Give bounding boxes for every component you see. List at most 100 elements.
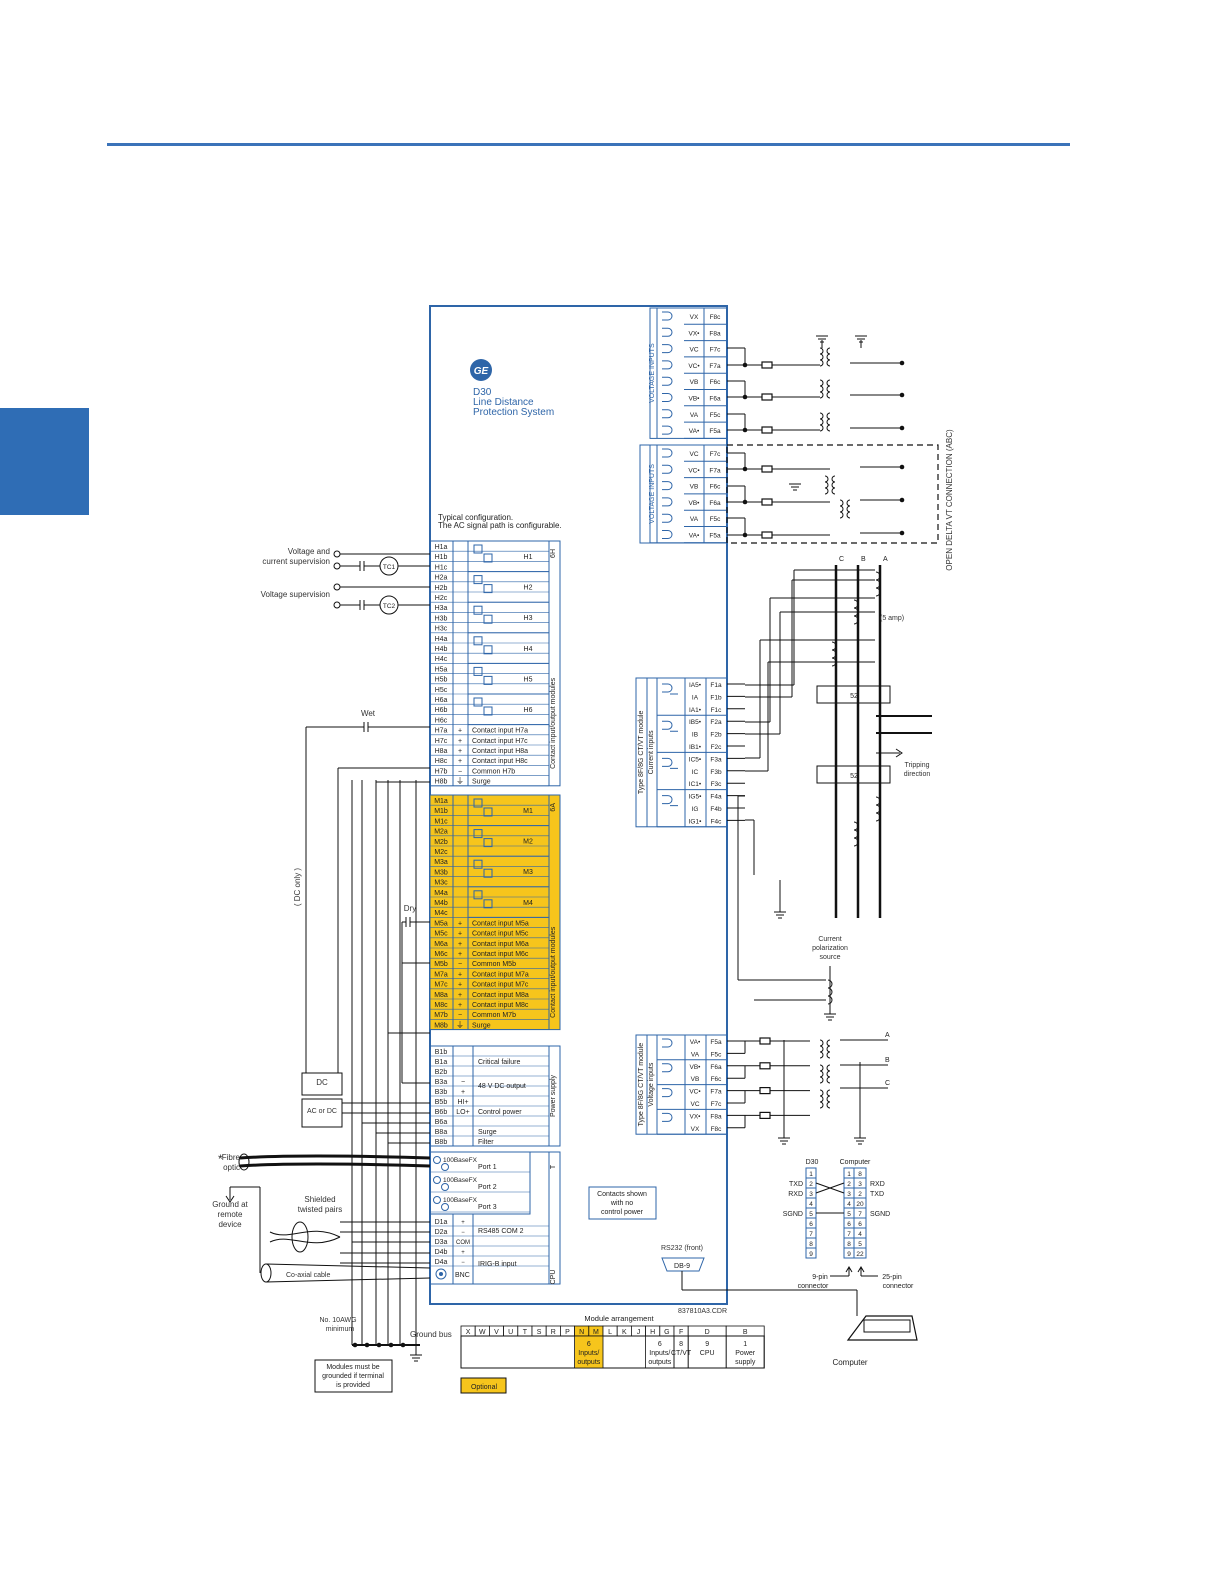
ct-terminal: F3a [710,756,722,763]
vt-terminal: F5c [711,1051,723,1058]
computer-pin-9: 4 [847,1201,851,1208]
voltage-input-delta-terminal: F6c [710,484,722,491]
slot-letter: P [565,1329,570,1336]
db9-connector-icon [661,1257,705,1272]
module-6a-input-sign: − [458,961,462,968]
label-ground-2: remote [218,1210,243,1219]
module-6h-terminal: H4b [435,646,448,653]
voltage-input-terminal: F5a [709,428,721,435]
label-rs232: RS232 (front) [661,1245,703,1252]
vt-fuse-icon [759,1037,771,1045]
ct-coil-icon [875,812,881,822]
vt-bottom-transformer-icon-secondary [826,1064,831,1072]
delta-transformer-icon-primary [824,475,829,483]
module-6a-relay-icon [483,868,493,878]
module-6h-input-label: Contact input H7a [472,728,528,735]
vt-transformer-icon-secondary [826,359,831,367]
computer-pin-cell [853,1247,867,1259]
open-delta-boundary [726,444,939,544]
module-6a-relay-icon [473,859,483,869]
module-6a-input-label: Contact input M8a [472,992,529,999]
coax-end-icon [260,1263,272,1283]
arrow-up-icon [857,1266,865,1276]
arrangement-body [460,1335,765,1369]
vt-terminal: F7c [711,1101,723,1108]
module-6h-relay-icon [473,575,483,585]
module-6a-terminal: M1a [434,798,448,805]
module-6a-output-label: M2 [523,839,533,846]
label-ground-3: device [218,1220,242,1229]
module-6a: M1aM1bM1cM2aM2bM2cM3aM3bM3cM4aM4bM4cM5aM… [429,794,561,1031]
vt-junction-icon [742,427,748,433]
module-6a-side-label: Contact input/output modules [550,926,557,1018]
label-ground-bus: Ground bus [410,1330,452,1339]
voltage-input-delta-terminal: F6a [709,500,721,507]
header-rule [107,143,1070,146]
slot-letter: T [523,1329,528,1336]
module-6a-surge-ground-icon: ⏚ [456,1020,464,1029]
ct-coil-icon [875,587,881,597]
ground-bus-junction-icon [364,1342,370,1348]
label-volt-curr-sup-1: Voltage and [288,547,330,556]
module-6a-input-label: Contact input M5a [472,920,529,927]
ps-sign: − [461,1079,465,1086]
ct-coil-icon [662,757,678,769]
vt-terminal: F5a [710,1039,722,1046]
vt-phase-label: C [885,1080,890,1087]
voltage-input-terminal: F6a [709,396,721,403]
voltage-input-delta-signal: VB• [689,500,701,507]
ct-terminal: F4a [710,794,722,801]
module-6a-input-sign: + [458,951,462,958]
slot-letter: W [479,1329,486,1336]
module-6h-relay-icon [483,614,493,624]
vt-bottom-transformer-icon-secondary [826,1101,831,1109]
vt-terminal: F7a [710,1089,722,1096]
label-wet: Wet [361,709,376,718]
module-6a-terminal: M7b [434,1012,448,1019]
module-6h-side-label: Contact input/output modules [550,677,557,769]
vt-bottom-transformer-icon-secondary [826,1045,831,1053]
voltage-input-delta-terminal: F5a [709,533,721,540]
d30-pin-cell [805,1247,817,1259]
vt-transformer-icon-primary [819,347,824,355]
ct-coil-icon [853,837,859,847]
vt-phase-label: A [885,1032,890,1039]
delta-fuse-icon [761,531,773,539]
label-volt-sup: Voltage supervision [261,590,330,599]
module-6h-terminal: H6a [435,697,448,704]
module-6a-input-sign: + [458,1002,462,1009]
power-phase-label: B [861,556,866,563]
computer-pin-25: 20 [856,1201,864,1208]
cpu-terminal: D4b [435,1249,448,1256]
delta-transformer-icon-secondary [846,511,851,519]
voltage-input-delta-terminal: F7a [709,467,721,474]
module-6a-input-label: Common M7b [472,1012,516,1019]
computer-pin-25: 8 [858,1171,862,1178]
ct-signal: IB [692,732,698,739]
svg-text:GE: GE [474,366,489,377]
ct-signal: IA5• [689,682,702,689]
ps-surge-label: Surge [478,1129,497,1136]
cpu-sign: COM [456,1240,470,1246]
product-name-2: Protection System [473,407,554,418]
module-6a-input-sign: − [458,1012,462,1019]
ps-sign: + [461,1089,465,1096]
module-6a-input-label: Contact input M6a [472,941,529,948]
module-6h-relay-icon [473,697,483,707]
contacts-note-3: control power [601,1209,644,1216]
arrangement-group [574,1335,604,1369]
vt-junction-icon [742,362,748,368]
cpu-side-label: CPU [550,1270,557,1285]
slot-letter: G [664,1329,669,1336]
d30-pin: 9 [809,1251,813,1258]
ps-critical-label: Critical failure [478,1059,521,1066]
voltage-input-coil [662,360,673,370]
cpu-terminal: D1a [435,1219,448,1226]
cpu-sign: + [461,1250,465,1256]
d30-pin: 8 [809,1241,813,1248]
vt-transformer-icon-secondary [826,418,831,426]
ct-coil-icon [662,683,678,695]
ct-terminal: F1b [710,694,722,701]
vt-bottom-transformer-icon-primary [819,1039,824,1047]
